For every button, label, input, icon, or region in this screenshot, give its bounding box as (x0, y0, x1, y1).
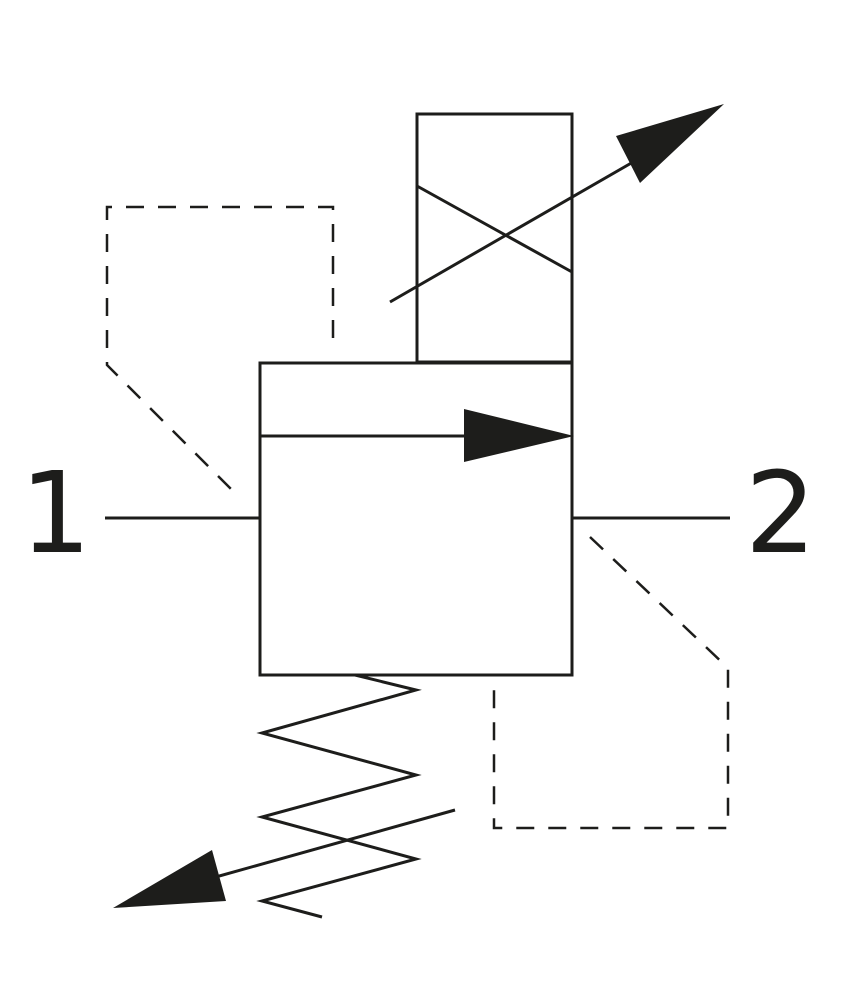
spring-adjust-arrow-icon (113, 808, 456, 908)
pilot-line-outlet-dashed (492, 536, 730, 830)
flow-arrow-icon (260, 409, 574, 462)
spring-icon (256, 673, 422, 919)
spring-adjust-arrow-head (113, 850, 226, 908)
solenoid-cross-line-a (416, 184, 573, 274)
spring-adjust-arrow-shaft (204, 808, 456, 882)
pilot-line-inlet-dashed (105, 205, 335, 499)
valve-body-envelope (258, 361, 574, 677)
adjustable-arrow-head (616, 104, 724, 183)
adjustable-arrow-icon (389, 104, 724, 304)
flow-arrow-head (464, 409, 574, 462)
solenoid-actuator-box (415, 112, 574, 364)
adjustable-arrow-shaft (389, 156, 641, 304)
port-label-2: 2 (745, 449, 816, 579)
port-label-1: 1 (20, 449, 91, 579)
